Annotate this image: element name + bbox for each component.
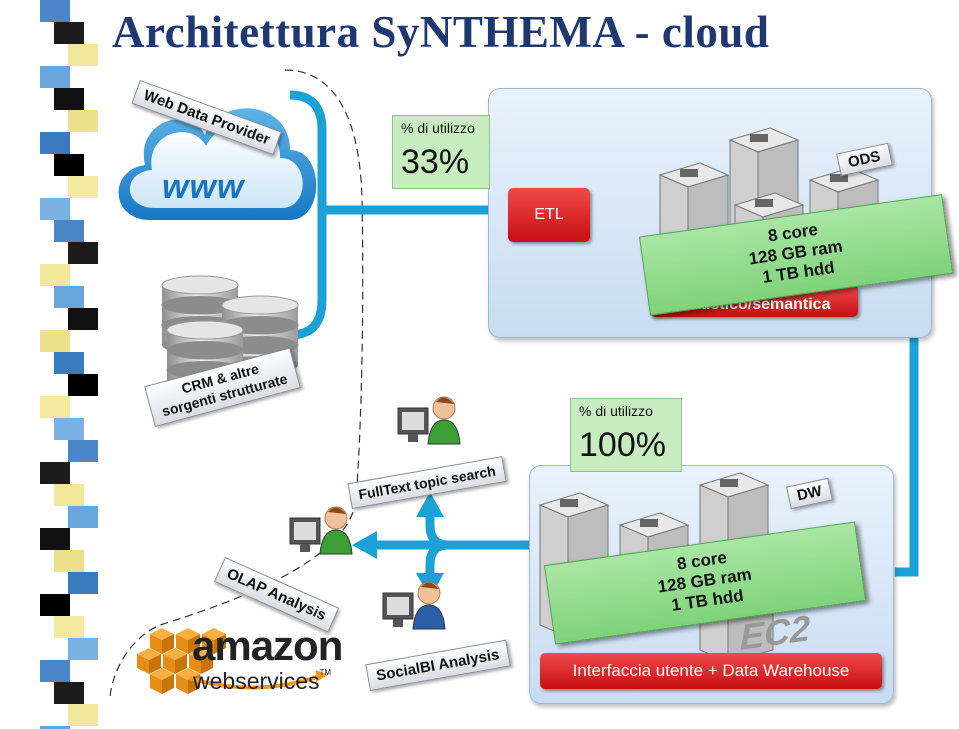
bottom-utilization-box: % di utilizzo 100% — [570, 398, 682, 472]
flow-ods-dw — [895, 335, 919, 577]
page-title: Architettura SyNTHEMA - cloud — [112, 7, 770, 57]
webservices-logo-text: webservicesTM — [193, 668, 331, 695]
decorative-stripes — [0, 0, 100, 729]
etl-button: ETL — [508, 188, 590, 242]
top-util-value: 33% — [401, 143, 470, 181]
top-utilization-box: % di utilizzo 33% — [392, 115, 490, 189]
amazon-logo-text: amazon — [192, 622, 343, 669]
trademark: TM — [319, 668, 332, 677]
source-bracket — [289, 90, 327, 340]
top-util-label: % di utilizzo — [401, 120, 475, 136]
interface-label: Interfaccia utente + Data Warehouse — [540, 653, 882, 689]
bottom-util-value: 100% — [579, 426, 666, 464]
webservices-text: webservices — [193, 668, 320, 694]
bottom-util-label: % di utilizzo — [579, 403, 653, 419]
www-label: www — [162, 168, 245, 206]
